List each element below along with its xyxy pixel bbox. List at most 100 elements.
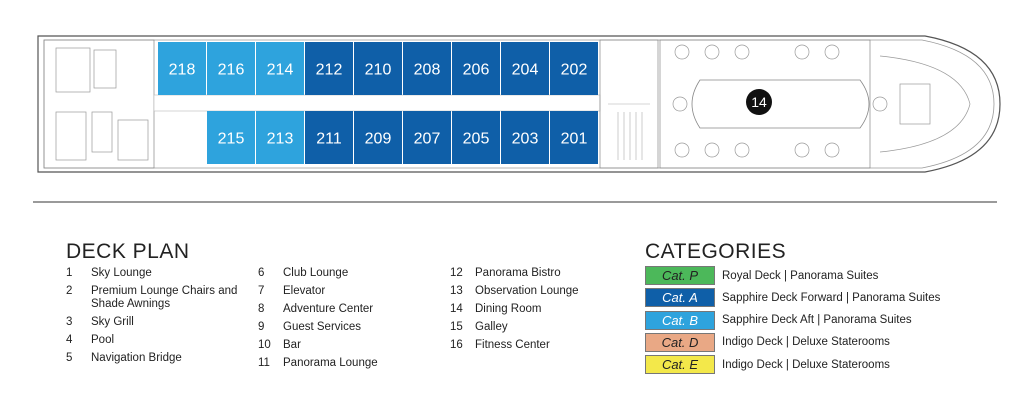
cabin-203[interactable]: 203 xyxy=(501,111,549,164)
dining-table xyxy=(704,142,720,158)
cabin-202[interactable]: 202 xyxy=(550,42,598,95)
ship-deck-plan: 218 216 214 212 210 208 206 204 202 215 213 211 209… xyxy=(37,35,1001,173)
cabin-block[interactable] xyxy=(403,111,451,164)
deck-plan-item: 11 Panorama Lounge xyxy=(258,357,453,370)
cabin-216[interactable]: 216 xyxy=(207,42,255,95)
category-badge: Cat. P xyxy=(645,266,715,285)
dining-table xyxy=(674,44,690,60)
dining-table xyxy=(734,142,750,158)
category-label: Sapphire Deck Aft | Panorama Suites xyxy=(722,314,912,327)
cabin-number: 218 xyxy=(169,62,196,79)
cabin-number: 207 xyxy=(414,131,441,148)
deck-plan-item-label: Club Lounge xyxy=(283,267,349,279)
deck-plan-item: 8 Adventure Center xyxy=(258,303,453,316)
deck-plan-item-label: Guest Services xyxy=(283,321,361,333)
deck-plan-item: 1 Sky Lounge xyxy=(66,267,261,280)
section-divider xyxy=(33,201,997,203)
deck-plan-item-label: Adventure Center xyxy=(283,303,374,315)
cabin-block[interactable] xyxy=(452,111,500,164)
cabin-block[interactable] xyxy=(256,111,304,164)
cabin-number: 215 xyxy=(218,131,245,148)
cabin-number: 213 xyxy=(267,131,294,148)
cabin-206[interactable]: 206 xyxy=(452,42,500,95)
deck-plan-item-label: Sky Grill xyxy=(91,316,134,328)
deck-plan-item-number: 2 xyxy=(66,285,73,297)
cabin-211[interactable]: 211 xyxy=(305,111,353,164)
dining-table xyxy=(672,96,688,112)
cabin-213[interactable]: 213 xyxy=(256,111,304,164)
cabin-number: 210 xyxy=(365,62,392,79)
cabin-208[interactable]: 208 xyxy=(403,42,451,95)
deck-plan-item-number: 12 xyxy=(450,267,463,279)
cabin-215[interactable]: 215 xyxy=(207,111,255,164)
cabin-number: 204 xyxy=(512,62,539,79)
deck-plan-item-number: 1 xyxy=(66,267,73,279)
cabin-number: 214 xyxy=(267,62,294,79)
cabin-number: 209 xyxy=(365,131,392,148)
deck-plan-item-label: Observation Lounge xyxy=(475,285,579,297)
category-label: Sapphire Deck Forward | Panorama Suites xyxy=(722,291,941,304)
cabin-block[interactable] xyxy=(256,42,304,95)
deck-plan-item-number: 7 xyxy=(258,285,265,297)
cabin-209[interactable]: 209 xyxy=(354,111,402,164)
deck-plan-item-number: 11 xyxy=(258,357,270,369)
deck-plan-item: 3 Sky Grill xyxy=(66,316,261,329)
deck-plan-item-label: Elevator xyxy=(283,285,326,297)
cabin-214[interactable]: 214 xyxy=(256,42,304,95)
dining-tables xyxy=(672,44,888,158)
cabin-210[interactable]: 210 xyxy=(354,42,402,95)
cabin-block[interactable] xyxy=(158,42,206,95)
deck-plan-item-label: Navigation Bridge xyxy=(91,352,182,364)
dining-table xyxy=(704,44,720,60)
cabin-block[interactable] xyxy=(207,111,255,164)
cabin-block[interactable] xyxy=(305,42,353,95)
deck-plan-item-number: 4 xyxy=(66,334,73,346)
deck-plan-item-label: Dining Room xyxy=(475,303,542,315)
deck-plan-item: 9 Guest Services xyxy=(258,321,453,334)
cabin-block[interactable] xyxy=(207,42,255,95)
cabin-block[interactable] xyxy=(550,42,598,95)
dining-table xyxy=(674,142,690,158)
cabin-number: 202 xyxy=(561,62,588,79)
dining-room-area xyxy=(659,39,871,169)
deck-plan-item-number: 9 xyxy=(258,321,265,333)
dining-table xyxy=(824,142,840,158)
deck-plan-title: DECK PLAN xyxy=(66,240,190,263)
deck-plan-item: 7 Elevator xyxy=(258,285,453,298)
dining-table xyxy=(734,44,750,60)
cabin-218[interactable]: 218 xyxy=(158,42,206,95)
deck-plan-item-label: Sky Lounge xyxy=(91,267,152,279)
cabin-block[interactable] xyxy=(501,42,549,95)
cabin-number: 206 xyxy=(463,62,490,79)
deck-plan-item-number: 6 xyxy=(258,267,265,279)
cabin-block[interactable] xyxy=(354,111,402,164)
cabin-212[interactable]: 212 xyxy=(305,42,353,95)
cabin-block[interactable] xyxy=(403,42,451,95)
cabin-block[interactable] xyxy=(550,111,598,164)
cabin-block[interactable] xyxy=(452,42,500,95)
deck-plan-item-number: 16 xyxy=(450,339,463,351)
cabin-block[interactable] xyxy=(305,111,353,164)
cabin-block[interactable] xyxy=(501,111,549,164)
cabin-number: 216 xyxy=(218,62,245,79)
deck-plan-item-label: Pool xyxy=(91,334,115,346)
deck-plan-item-number: 3 xyxy=(66,316,73,328)
cabin-204[interactable]: 204 xyxy=(501,42,549,95)
cabin-207[interactable]: 207 xyxy=(403,111,451,164)
room-marker-circle xyxy=(746,89,772,115)
cabin-block[interactable] xyxy=(354,42,402,95)
cabin-205[interactable]: 205 xyxy=(452,111,500,164)
deck-plan-item-label: Panorama Lounge xyxy=(283,357,378,369)
deck-plan-item-number: 8 xyxy=(258,303,265,315)
cabin-201[interactable]: 201 xyxy=(550,111,598,164)
